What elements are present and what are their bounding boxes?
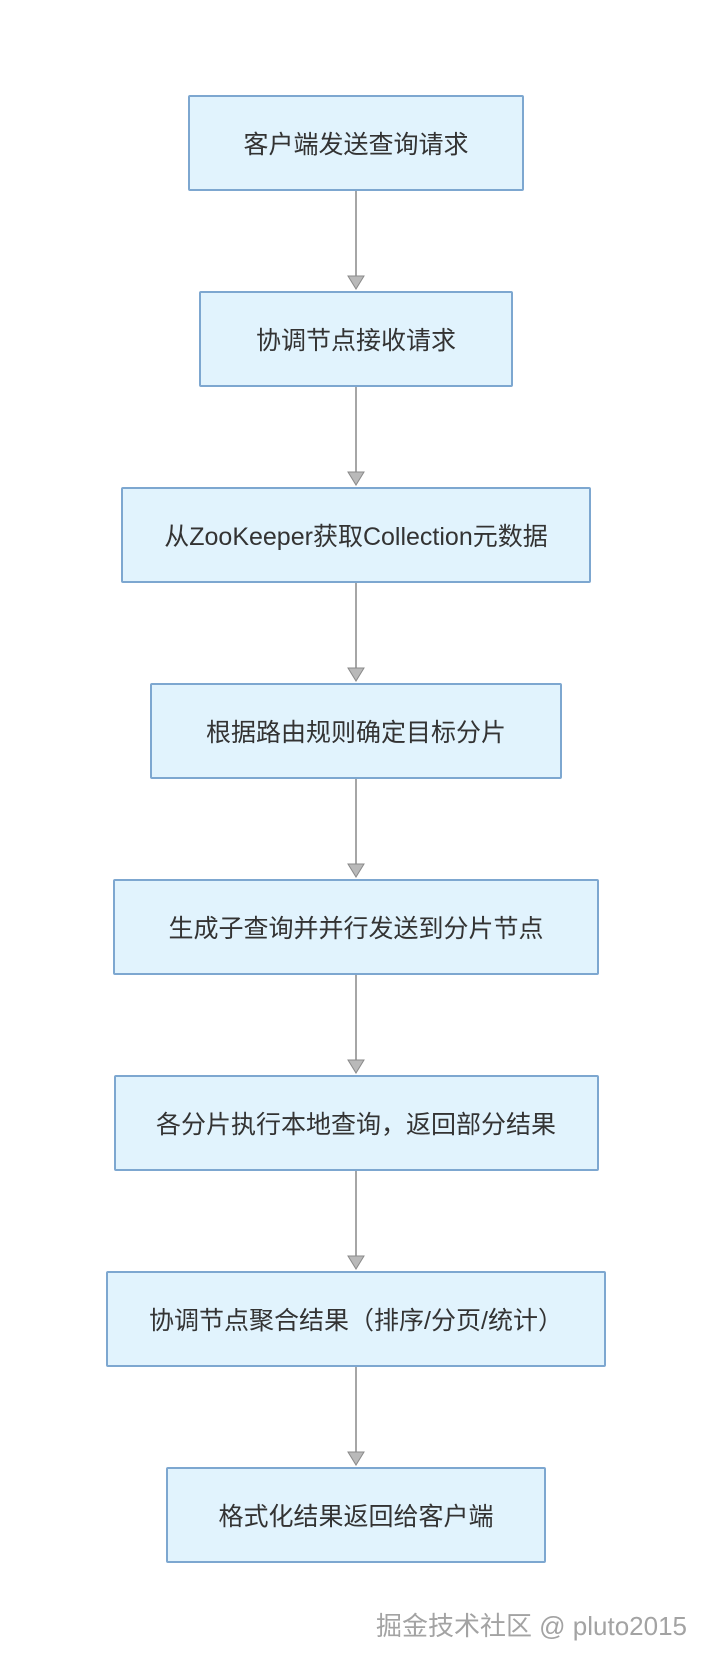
arrow-line [355, 975, 357, 1060]
flow-step-8: 格式化结果返回给客户端 [166, 1467, 546, 1563]
arrow-line [355, 583, 357, 668]
arrow-down-icon [347, 275, 365, 290]
flowchart-column: 客户端发送查询请求 协调节点接收请求 从ZooKeeper获取Collectio… [0, 95, 712, 1563]
flow-connector-6 [347, 1171, 365, 1271]
flow-step-7-label: 协调节点聚合结果（排序/分页/统计） [149, 1307, 563, 1335]
arrow-down-icon [347, 667, 365, 682]
arrow-down-icon [347, 1451, 365, 1466]
watermark-text: 掘金技术社区 @ pluto2015 [375, 1611, 687, 1641]
arrow-down-icon [347, 1255, 365, 1270]
flow-step-1: 客户端发送查询请求 [188, 95, 524, 191]
arrow-line [355, 779, 357, 864]
arrow-line [355, 1171, 357, 1256]
arrow-line [355, 1367, 357, 1452]
flow-step-8-label: 格式化结果返回给客户端 [218, 1503, 494, 1531]
flow-connector-3 [347, 583, 365, 683]
arrow-line [355, 387, 357, 472]
flow-connector-1 [347, 191, 365, 291]
flow-step-6-label: 各分片执行本地查询，返回部分结果 [155, 1111, 556, 1139]
flow-connector-2 [347, 387, 365, 487]
arrow-down-icon [347, 1059, 365, 1074]
flow-step-5-label: 生成子查询并并行发送到分片节点 [168, 915, 544, 943]
flow-step-4-label: 根据路由规则确定目标分片 [205, 719, 506, 747]
flow-step-7: 协调节点聚合结果（排序/分页/统计） [106, 1271, 606, 1367]
flow-step-4: 根据路由规则确定目标分片 [150, 683, 562, 779]
flow-connector-4 [347, 779, 365, 879]
flow-step-6: 各分片执行本地查询，返回部分结果 [113, 1075, 599, 1171]
flow-step-3: 从ZooKeeper获取Collection元数据 [121, 487, 591, 583]
flow-connector-5 [347, 975, 365, 1075]
flow-step-5: 生成子查询并并行发送到分片节点 [113, 879, 599, 975]
flow-step-1-label: 客户端发送查询请求 [243, 131, 469, 159]
arrow-down-icon [347, 471, 365, 486]
flow-connector-7 [347, 1367, 365, 1467]
arrow-down-icon [347, 863, 365, 878]
flow-step-2: 协调节点接收请求 [199, 291, 513, 387]
flow-step-2-label: 协调节点接收请求 [255, 327, 456, 355]
arrow-line [355, 191, 357, 276]
flow-step-3-label: 从ZooKeeper获取Collection元数据 [164, 523, 548, 551]
